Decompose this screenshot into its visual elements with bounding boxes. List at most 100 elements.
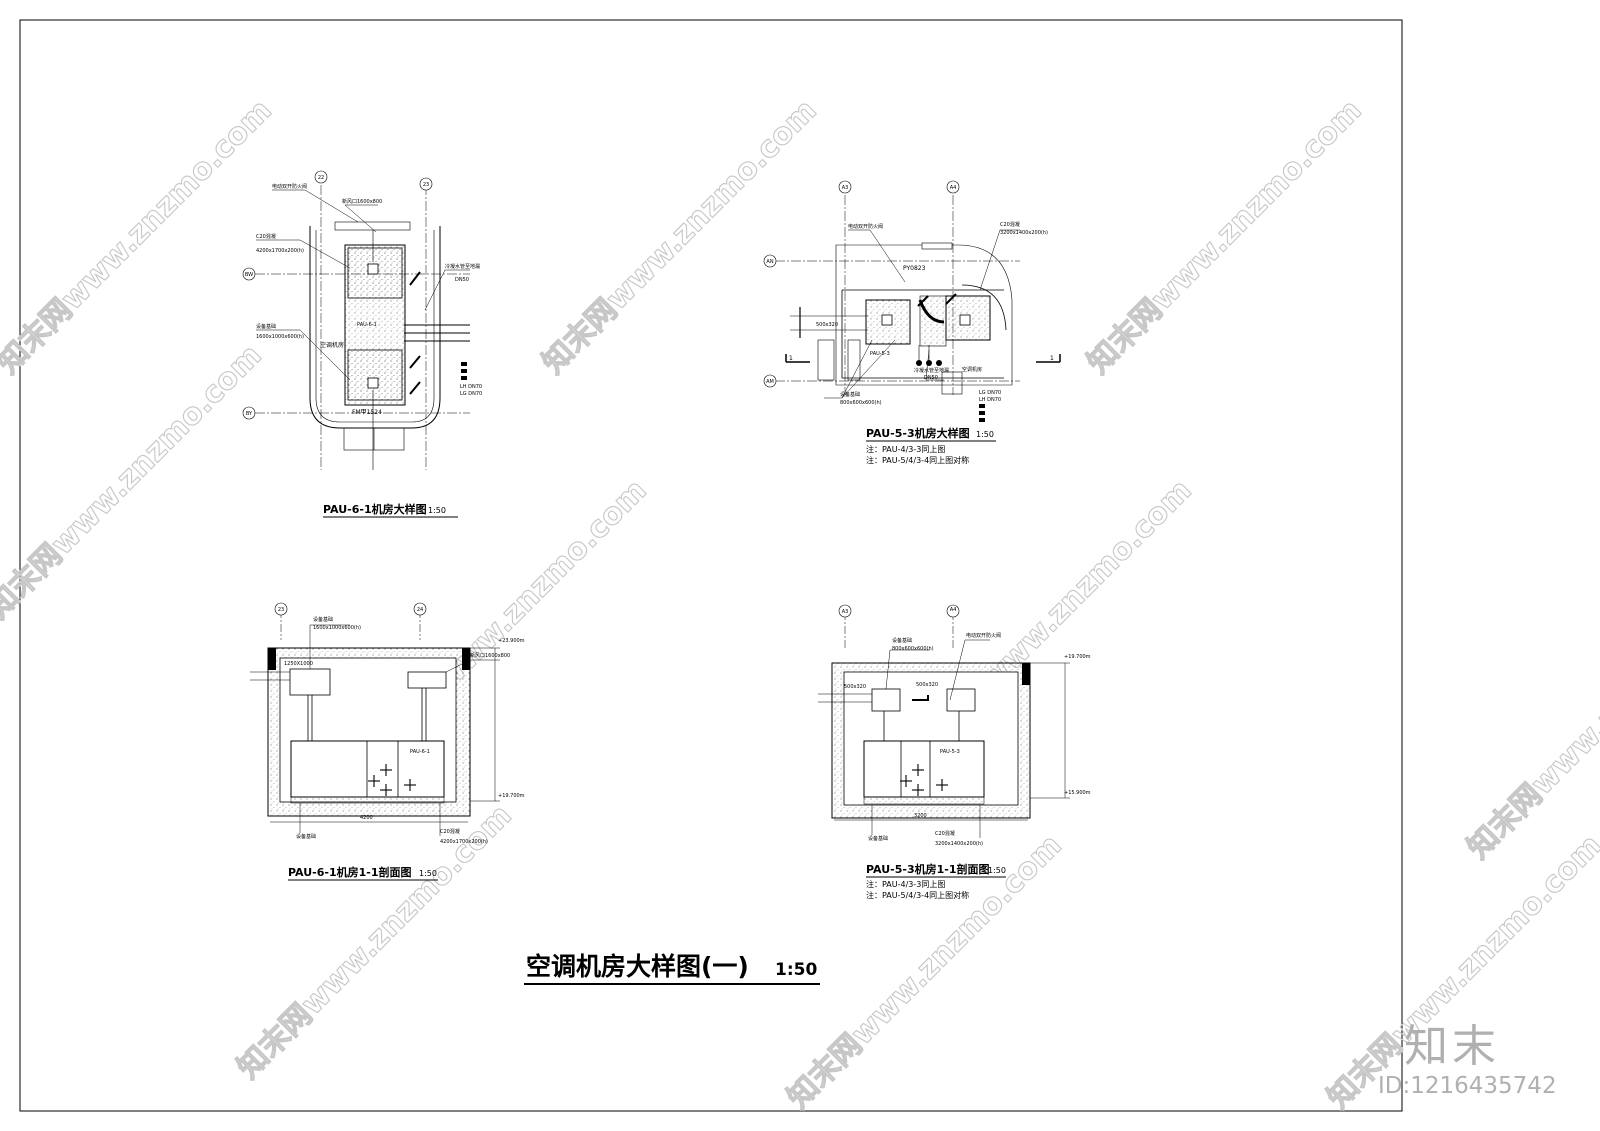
grid-label: A4: [950, 607, 957, 613]
drawing-note: 注：PAU-4/3-3同上图: [866, 879, 945, 889]
callout: 冷凝水管至地漏: [914, 367, 949, 374]
grid-label: A3: [842, 185, 849, 191]
callout: DN50: [924, 375, 938, 381]
callout: 3200x1400x200(h): [935, 841, 983, 847]
grid-bubble: [314, 170, 328, 184]
grid-label: AM: [766, 379, 774, 385]
plan-pau-5-3: A3 A4 AN AM PY0823 PAU-5-3 空调机房: [763, 180, 1061, 465]
dimension: 3200: [914, 813, 927, 819]
callout: 1600x1000x600(h): [256, 334, 304, 340]
watermark: 知末网www.znzmo.com: [0, 338, 269, 626]
duct-size: 500x320: [816, 322, 838, 328]
section-mark: 1: [1050, 355, 1054, 362]
drawing-caption: PAU-6-1机房大样图: [323, 502, 427, 516]
section-pau-6-1: 23 24 PAU-6-1 1250X1000 +23.900: [250, 602, 525, 881]
section-pau-5-3: A3 A4 PAU-5-3 500x320 500x320 +19.700m: [818, 604, 1091, 900]
watermark: 知末网www.znzmo.com: [536, 93, 824, 381]
grid-label: 24: [417, 607, 423, 613]
callout: 新风口1600x800: [342, 198, 382, 205]
grid-label: 22: [318, 175, 324, 181]
grid-bubble: [274, 602, 288, 616]
watermark: 知末网www.znzmo.com: [1081, 93, 1369, 381]
shaft-tag: PY0823: [903, 265, 926, 272]
grid-bubble: [946, 180, 960, 194]
drawing-caption: PAU-5-3机房1-1剖面图: [866, 862, 989, 876]
grid-bubble: [763, 254, 777, 268]
unit-tag: PAU-5-3: [870, 351, 890, 357]
grid-label: A4: [950, 185, 957, 191]
callout: 新风口1600x800: [470, 652, 510, 659]
grid-label: AN: [766, 259, 773, 265]
unit-tag: PAU-6-1: [410, 749, 430, 755]
grid-bubble: [838, 180, 852, 194]
grid-bubble: [413, 602, 427, 616]
drawing-scale: 1:50: [428, 506, 446, 515]
pipe-label: LH DN70: [460, 384, 482, 390]
grid-bubble: [838, 604, 852, 618]
watermark: 知末网www.znzmo.com: [1461, 578, 1600, 866]
drawing-caption: PAU-5-3机房大样图: [866, 426, 970, 440]
callout: 电动双开防火阀: [848, 223, 883, 230]
callout: 800x600x600(h): [840, 400, 882, 406]
sheet-title: 空调机房大样图(一): [526, 952, 749, 981]
sheet-title-block: 空调机房大样图(一) 1:50: [524, 952, 820, 985]
duct-size: 500x320: [844, 684, 866, 690]
grid-label: BY: [246, 411, 253, 417]
level-mark: +19.700m: [498, 793, 525, 799]
room-name: 空调机房: [320, 341, 344, 349]
grid-label: BW: [245, 272, 253, 278]
drawing-caption: PAU-6-1机房1-1剖面图: [288, 865, 411, 879]
callout: 设备基础: [313, 616, 333, 623]
callout: 设备基础: [868, 835, 888, 842]
section-mark: 1: [789, 355, 793, 362]
sheet-scale: 1:50: [775, 960, 817, 980]
drawing-scale: 1:50: [976, 430, 994, 439]
callout: 3200x1400x200(h): [1000, 230, 1048, 236]
room-name: 空调机房: [962, 366, 982, 373]
drawing-scale: 1:50: [988, 866, 1006, 875]
pipe-label: LH DN70: [979, 397, 1001, 403]
watermark: 知末网www.znzmo.com: [0, 93, 279, 381]
brand-logo: 知末: [1404, 1021, 1500, 1072]
drawing-scale: 1:50: [419, 869, 437, 878]
level-mark: +15.900m: [1064, 790, 1091, 796]
pipe-label: LG DN70: [979, 390, 1001, 396]
drawing-note: 注：PAU-5/4/3-4同上图对称: [866, 890, 969, 900]
grid-label: 23: [423, 182, 429, 188]
grid-bubble: [242, 267, 256, 281]
grid-label: A3: [842, 609, 849, 615]
brand-id: ID:1216435742: [1378, 1073, 1557, 1099]
grid-bubble: [419, 177, 433, 191]
callout: 设备基础: [840, 391, 860, 398]
callout: 冷凝水管至地漏: [445, 263, 480, 270]
callout: 4200x1700x200(h): [256, 248, 304, 254]
grid-bubble: [242, 406, 256, 420]
callout: 4200x1700x200(h): [440, 839, 488, 845]
callout: 电动双开防火阀: [966, 632, 1001, 639]
drawing-frame: [19, 19, 1403, 1112]
plan-pau-6-1: 22 23 BW BY PAU-6-1 空调机房 FM甲1524: [242, 170, 482, 518]
level-mark: +19.700m: [1064, 654, 1091, 660]
callout: 电动双开防火阀: [272, 183, 307, 190]
callout: 800x600x600(h): [892, 646, 934, 652]
callout: C20混凝: [256, 233, 276, 240]
pipe-label: LG DN70: [460, 391, 482, 397]
dimension: 4200: [360, 815, 373, 821]
door-tag: FM甲1524: [352, 409, 382, 416]
callout: 1600x1000x600(h): [313, 625, 361, 631]
grid-bubble: [946, 604, 960, 618]
duct-size: 1250X1000: [284, 661, 313, 667]
callout: C20混凝: [440, 828, 460, 835]
callout: C20混凝: [1000, 221, 1020, 228]
drawing-note: 注：PAU-4/3-3同上图: [866, 444, 945, 454]
unit-tag: PAU-5-3: [940, 749, 960, 755]
callout: 设备基础: [296, 833, 316, 840]
callout: 设备基础: [256, 323, 276, 330]
callout: DN50: [455, 277, 469, 283]
duct-size: 500x320: [916, 682, 938, 688]
drawing-note: 注：PAU-5/4/3-4同上图对称: [866, 455, 969, 465]
level-mark: +23.900m: [498, 638, 525, 644]
grid-bubble: [763, 374, 777, 388]
callout: 设备基础: [892, 637, 912, 644]
